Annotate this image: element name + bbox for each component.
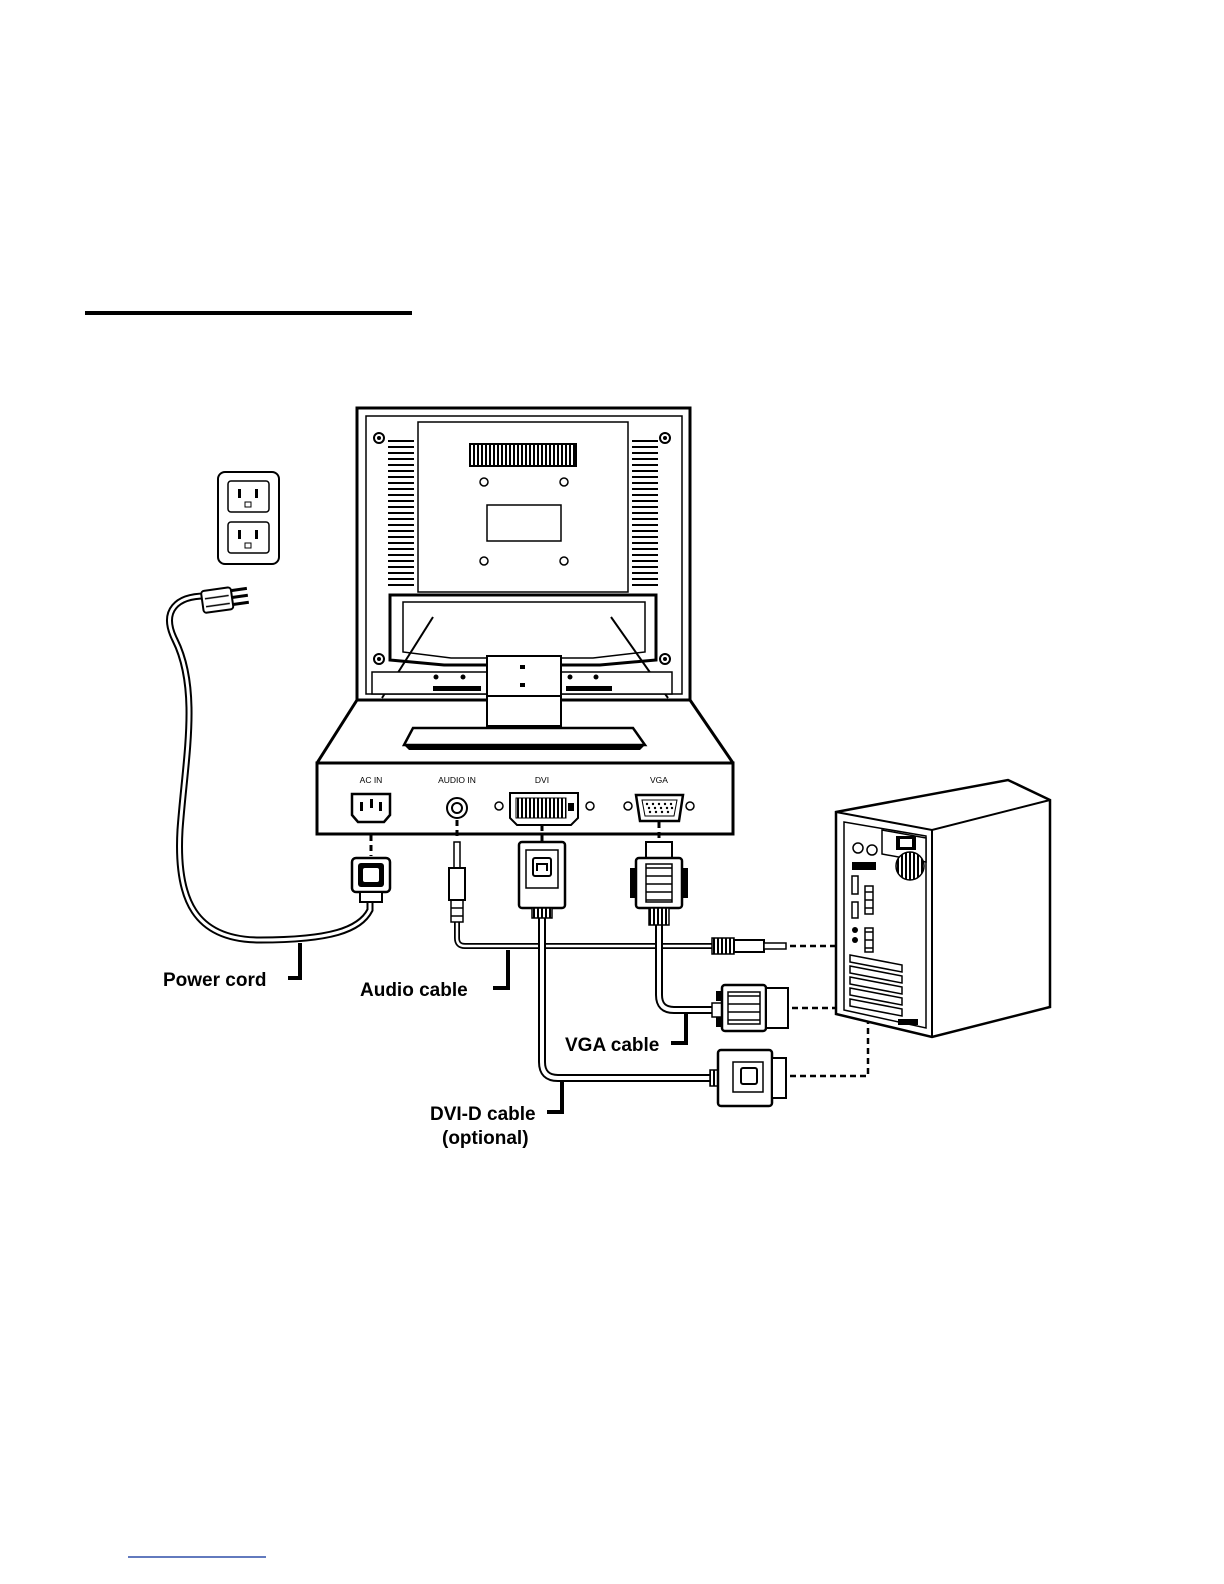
port-label-vga: VGA bbox=[650, 775, 668, 785]
dvi-cable-callout: DVI-D cable (optional) bbox=[430, 1082, 562, 1149]
audio-cable-label: Audio cable bbox=[360, 980, 468, 1001]
dvi-cable-label-line2: (optional) bbox=[442, 1128, 529, 1149]
wall-outlet-icon bbox=[218, 472, 279, 564]
port-label-audio-in: AUDIO IN bbox=[438, 775, 476, 785]
power-cord-label: Power cord bbox=[163, 970, 266, 991]
audio-in-port-icon bbox=[447, 798, 467, 818]
vga-connector-icon bbox=[630, 842, 688, 925]
ac-in-port-icon bbox=[352, 794, 390, 822]
dvi-pc-connector-icon bbox=[710, 1050, 786, 1106]
vga-pc-connector-icon bbox=[712, 985, 788, 1031]
power-cord-callout: Power cord bbox=[163, 943, 300, 991]
audio-cable bbox=[457, 922, 715, 946]
dvi-cable-label-line1: DVI-D cable bbox=[430, 1104, 536, 1125]
dvi-connector-icon bbox=[519, 842, 565, 918]
vga-cable-label: VGA cable bbox=[565, 1035, 659, 1056]
audio-jack-icon bbox=[449, 842, 465, 922]
power-connector-icon bbox=[352, 858, 390, 902]
computer-tower-icon bbox=[836, 780, 1050, 1037]
audio-jack-pc-end-icon bbox=[712, 938, 786, 954]
power-plug-icon bbox=[201, 585, 250, 613]
vga-cable-callout: VGA cable bbox=[565, 1013, 686, 1056]
vga-cable bbox=[659, 925, 712, 1010]
port-label-ac-in: AC IN bbox=[360, 775, 383, 785]
monitor-back-icon bbox=[357, 408, 690, 750]
port-label-dvi: DVI bbox=[535, 775, 549, 785]
audio-cable-callout: Audio cable bbox=[360, 950, 508, 1001]
